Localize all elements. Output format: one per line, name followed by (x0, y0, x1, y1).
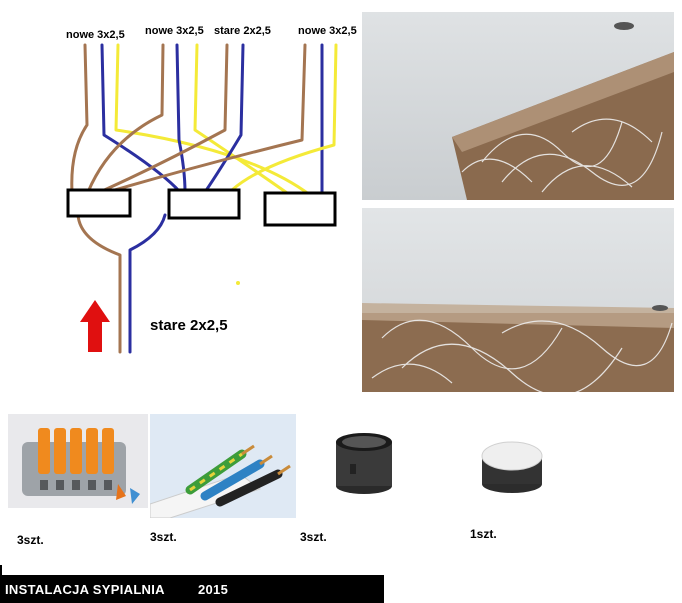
divider-tick (0, 565, 2, 575)
wiring-diagram (66, 43, 338, 354)
wire-brown-1 (70, 43, 89, 194)
quantity-cable: 3szt. (150, 530, 177, 544)
yellow-dot (236, 281, 240, 285)
cable-label-3: stare 2x2,5 (214, 25, 271, 37)
junction-cover-image (458, 414, 578, 518)
cable-label-4: nowe 3x2,5 (298, 25, 357, 37)
junction-ring-image (298, 414, 438, 518)
connector-box-1 (66, 188, 132, 218)
connector-box-3 (263, 191, 337, 227)
wall-photo-bottom (362, 208, 674, 392)
quantity-wago: 3szt. (17, 533, 44, 547)
cable-label-2: nowe 3x2,5 (145, 25, 204, 37)
wago-connector-image (8, 414, 148, 508)
wire-brown-3 (98, 43, 229, 194)
footer-year: 2015 (198, 582, 229, 597)
red-arrow-icon (80, 300, 110, 352)
quantity-ring: 3szt. (300, 530, 327, 544)
quantity-cover: 1szt. (470, 527, 497, 541)
cable-label-1: nowe 3x2,5 (66, 29, 125, 41)
wall-photo-top (362, 12, 674, 200)
footer-bar: INSTALACJA SYPIALNIA 2015 (0, 575, 384, 603)
wire-brown-4 (106, 43, 307, 194)
wire-yellow-2 (193, 43, 292, 197)
connector-box-2 (167, 188, 241, 220)
wire-blue-2 (175, 43, 187, 194)
supply-wire-blue (128, 213, 167, 354)
supply-wire-brown (76, 213, 122, 354)
cable-image (150, 414, 296, 518)
wire-yellow-4 (230, 43, 338, 192)
wire-brown-2 (86, 43, 165, 194)
wire-blue-3 (203, 43, 245, 194)
supply-label: stare 2x2,5 (150, 317, 228, 334)
footer-title: INSTALACJA SYPIALNIA (5, 582, 165, 597)
wire-blue-1 (100, 43, 182, 194)
